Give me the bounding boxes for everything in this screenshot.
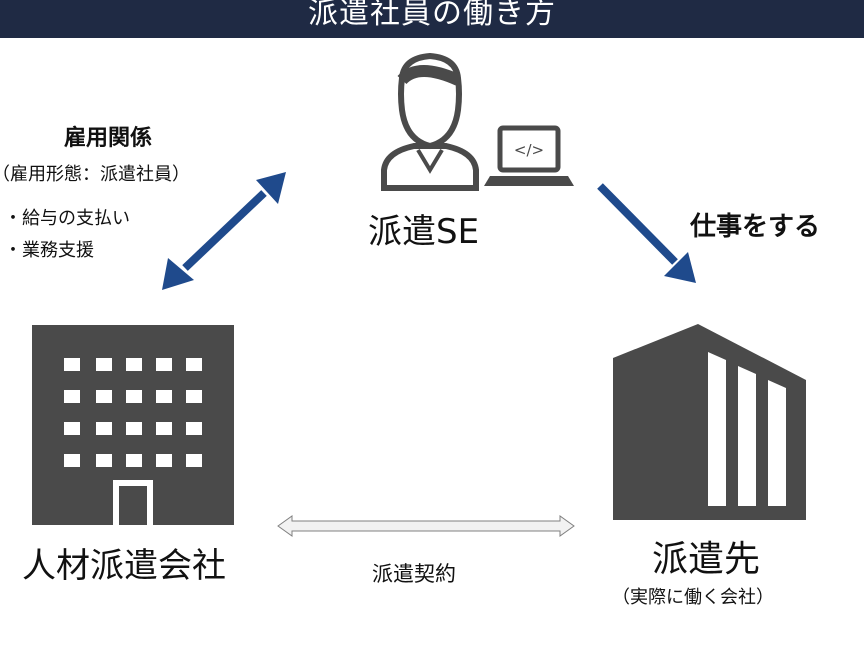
dispatched-se-label: 派遣SE xyxy=(368,212,480,252)
office-building-icon xyxy=(32,325,234,525)
title-bar: 派遣社員の働き方 xyxy=(0,0,864,38)
bullet-salary: ・給与の支払い xyxy=(4,208,130,229)
person-icon xyxy=(381,52,479,191)
client-sublabel: （実際に働く会社） xyxy=(612,587,774,608)
bullet-support: ・業務支援 xyxy=(4,240,94,261)
employment-type-label: （雇用形態：派遣社員） xyxy=(0,164,190,185)
contract-label: 派遣契約 xyxy=(372,562,456,586)
agency-label: 人材派遣会社 xyxy=(22,546,226,586)
employment-relation-heading: 雇用関係 xyxy=(64,126,153,151)
client-label: 派遣先 xyxy=(652,539,761,580)
laptop-icon: </> xyxy=(484,125,574,186)
contract-arrow xyxy=(277,515,575,537)
work-arrow xyxy=(597,183,696,283)
page-title: 派遣社員の働き方 xyxy=(308,0,556,31)
code-symbol: </> xyxy=(514,141,544,159)
work-relation-label: 仕事をする xyxy=(690,212,821,242)
corporate-building-icon xyxy=(613,324,806,520)
employment-arrow xyxy=(162,172,286,290)
